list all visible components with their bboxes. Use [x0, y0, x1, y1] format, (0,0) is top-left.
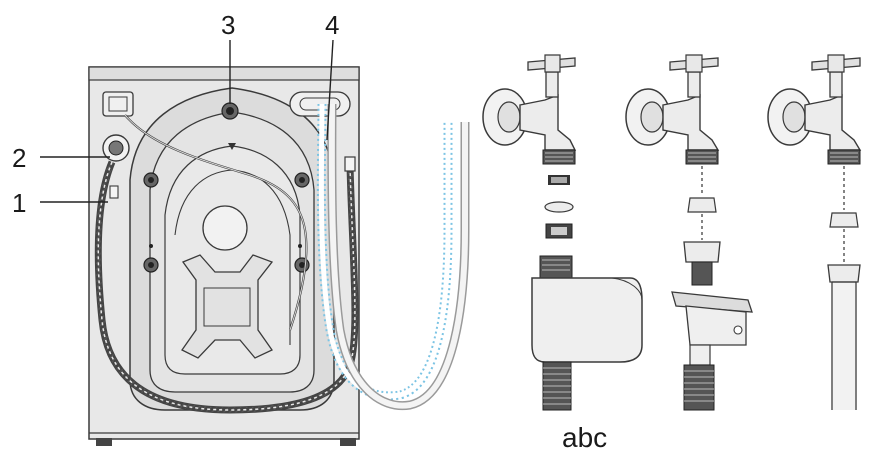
tap-detail-a [482, 54, 643, 411]
drum-hub [202, 205, 248, 251]
tap-detail-c [767, 54, 862, 410]
callout-label-4: 4 [325, 10, 340, 40]
figure-caption: abc [562, 422, 608, 453]
aquastop-box [531, 277, 643, 363]
transit-bolt [143, 257, 159, 273]
callout-label-2: 2 [12, 143, 27, 173]
power-cord-socket [102, 91, 134, 117]
transport-recess [181, 254, 274, 359]
transit-bolt [221, 102, 239, 120]
transit-bolt [143, 172, 159, 188]
callout-leaders [40, 39, 334, 203]
foot-right [340, 438, 356, 446]
machine-top-lid [88, 66, 360, 81]
callout-label-3: 3 [221, 10, 236, 40]
foot-left [96, 438, 112, 446]
water-inlet-valve [102, 134, 130, 162]
washing-machine-back [88, 66, 470, 446]
tap-detail-b [625, 54, 753, 411]
callout-label-1: 1 [12, 188, 27, 218]
transit-bolt [294, 172, 310, 188]
